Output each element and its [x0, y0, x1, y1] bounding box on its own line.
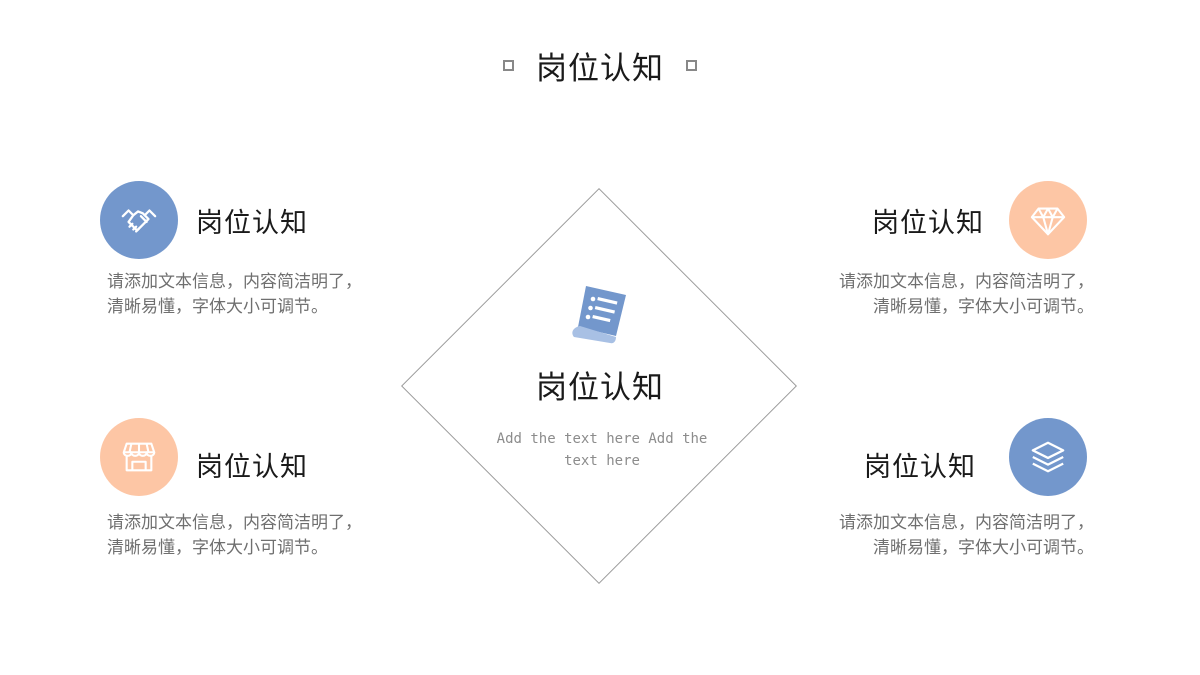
item-3-text-line-2: 清晰易懂，字体大小可调节。	[107, 538, 328, 558]
store-icon	[122, 442, 156, 472]
item-2-text-line-2: 清晰易懂，字体大小可调节。	[873, 297, 1094, 317]
item-2-text: 请添加文本信息，内容简洁明了， 清晰易懂，字体大小可调节。	[794, 270, 1094, 320]
item-3-text: 请添加文本信息，内容简洁明了， 清晰易懂，字体大小可调节。	[107, 511, 407, 561]
item-1-title: 岗位认知	[196, 208, 308, 239]
diamond-icon	[1030, 207, 1066, 236]
item-3-title: 岗位认知	[196, 452, 308, 483]
handshake-icon	[121, 209, 157, 233]
item-2-icon-circle	[1009, 181, 1087, 259]
item-1-icon-circle	[100, 181, 178, 259]
document-list-icon	[566, 280, 634, 344]
item-4-text-line-2: 清晰易懂，字体大小可调节。	[873, 538, 1094, 558]
item-4-text-line-1: 请添加文本信息，内容简洁明了，	[839, 513, 1094, 533]
item-2-title: 岗位认知	[872, 208, 984, 239]
center-title: 岗位认知	[536, 370, 664, 406]
item-1-text: 请添加文本信息，内容简洁明了， 清晰易懂，字体大小可调节。	[107, 270, 407, 320]
title-left-marker-icon	[503, 59, 514, 71]
item-4-icon-circle	[1009, 418, 1087, 496]
item-3-icon-circle	[100, 418, 178, 496]
center-text: Add the text here Add the text here	[496, 431, 708, 469]
item-2-text-line-1: 请添加文本信息，内容简洁明了，	[839, 272, 1094, 292]
item-4-text: 请添加文本信息，内容简洁明了， 清晰易懂，字体大小可调节。	[794, 511, 1094, 561]
page-title: 岗位认知	[536, 50, 664, 87]
title-row: 岗位认知	[0, 40, 1200, 90]
layers-icon	[1031, 441, 1065, 473]
item-3-text-line-1: 请添加文本信息，内容简洁明了，	[107, 513, 362, 533]
item-4-title: 岗位认知	[864, 452, 976, 483]
item-1-text-line-2: 清晰易懂，字体大小可调节。	[107, 297, 328, 317]
item-1-text-line-1: 请添加文本信息，内容简洁明了，	[107, 272, 362, 292]
title-right-marker-icon	[686, 59, 697, 71]
